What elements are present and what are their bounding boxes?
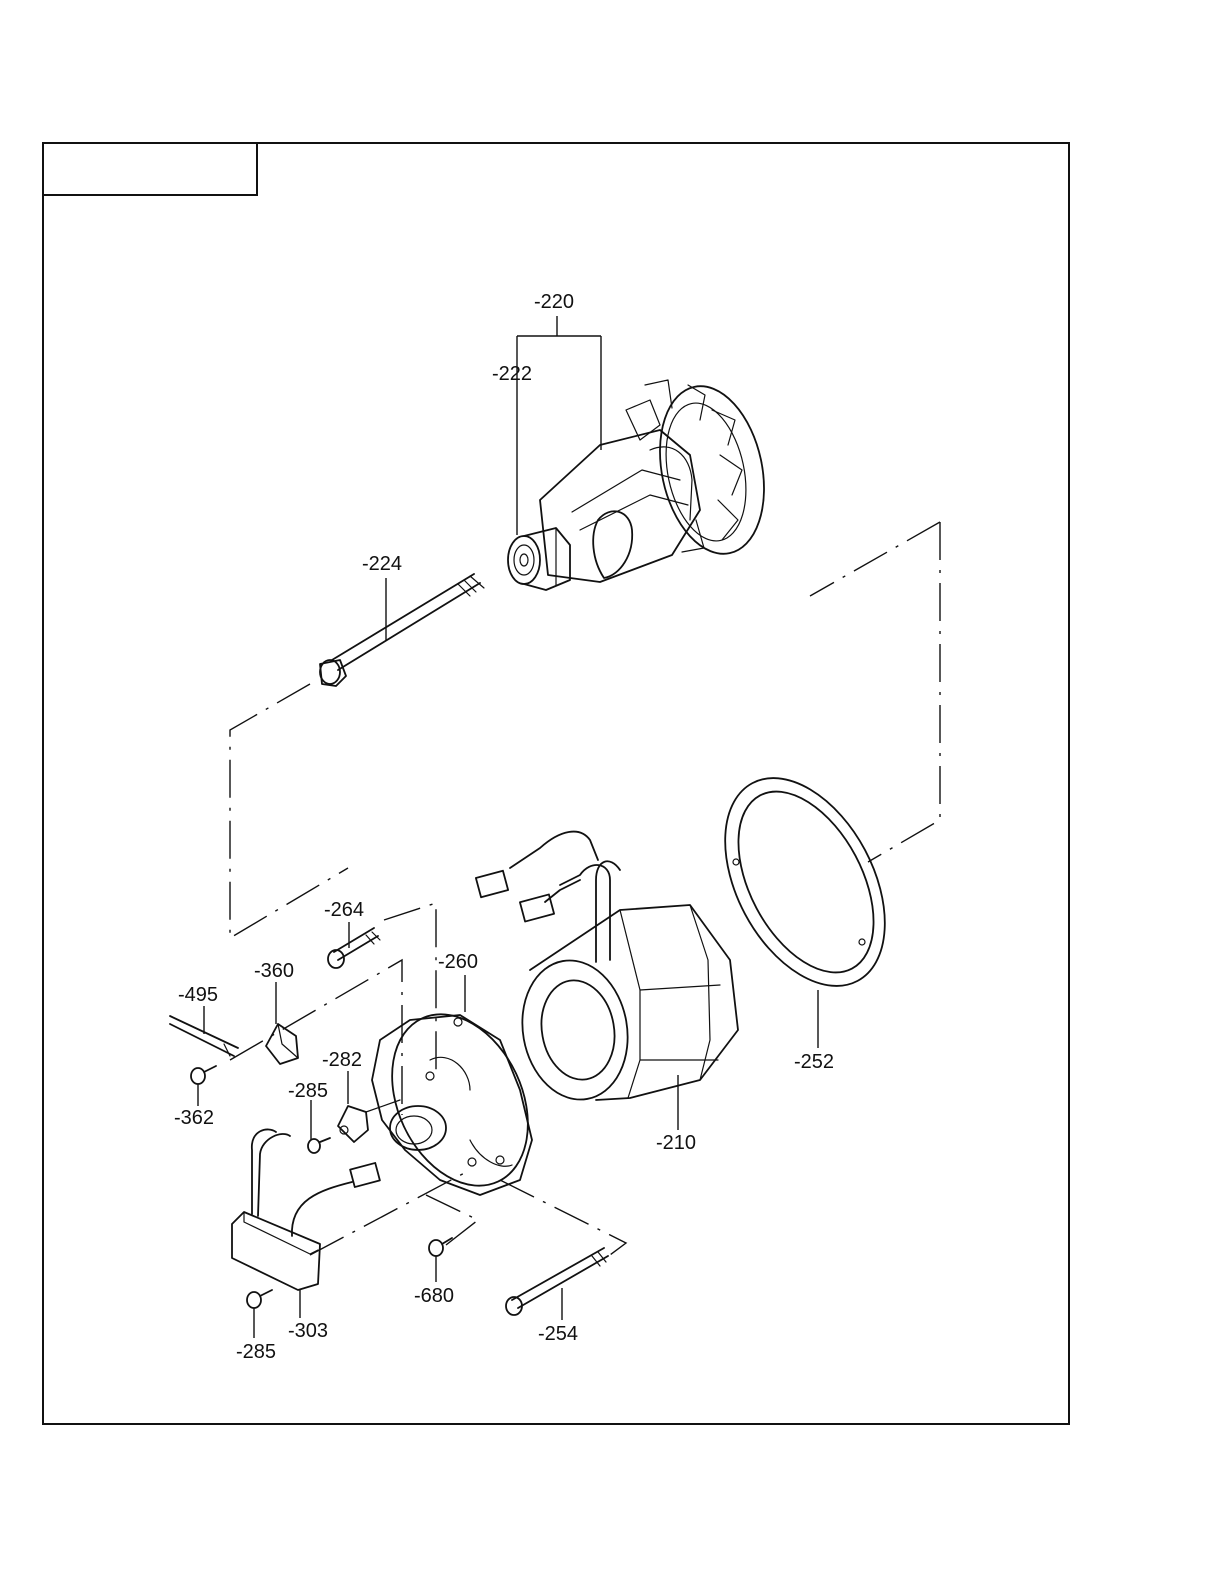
part-labels: -220 -222 -224 -264 -260 -360 -495 -282 … bbox=[174, 291, 834, 1363]
part-label-220: -220 bbox=[534, 291, 574, 313]
screw-285-upper bbox=[307, 1137, 331, 1154]
part-label-260: -260 bbox=[438, 951, 478, 973]
part-label-303: -303 bbox=[288, 1320, 328, 1342]
part-label-254: -254 bbox=[538, 1323, 578, 1345]
part-label-224: -224 bbox=[362, 553, 402, 575]
bolt-264 bbox=[327, 927, 381, 969]
long-bolt-254 bbox=[505, 1247, 609, 1316]
screw-362 bbox=[190, 1065, 217, 1085]
part-label-495: -495 bbox=[178, 984, 218, 1006]
stator-210 bbox=[474, 830, 739, 1101]
sensor-282 bbox=[337, 1099, 401, 1143]
diagram-frame bbox=[42, 142, 1070, 1425]
part-label-285-lower: -285 bbox=[236, 1341, 276, 1363]
assembly-lines bbox=[229, 521, 941, 1256]
module-303 bbox=[231, 1128, 381, 1291]
part-label-362: -362 bbox=[174, 1107, 214, 1129]
screw-285-lower bbox=[246, 1289, 273, 1309]
part-label-210: -210 bbox=[656, 1132, 696, 1154]
part-label-282: -282 bbox=[322, 1049, 362, 1071]
through-bolt-224 bbox=[319, 573, 485, 687]
part-label-285-upper: -285 bbox=[288, 1080, 328, 1102]
rotor-assembly bbox=[507, 379, 765, 591]
ring-252 bbox=[724, 777, 886, 987]
sensor-360 bbox=[265, 1023, 299, 1065]
end-bracket-260 bbox=[371, 1013, 533, 1196]
part-label-252: -252 bbox=[794, 1051, 834, 1073]
part-label-264: -264 bbox=[324, 899, 364, 921]
part-label-222: -222 bbox=[492, 363, 532, 385]
part-label-360: -360 bbox=[254, 960, 294, 982]
screw-680 bbox=[428, 1237, 453, 1257]
part-label-680: -680 bbox=[414, 1285, 454, 1307]
title-box bbox=[42, 142, 258, 196]
